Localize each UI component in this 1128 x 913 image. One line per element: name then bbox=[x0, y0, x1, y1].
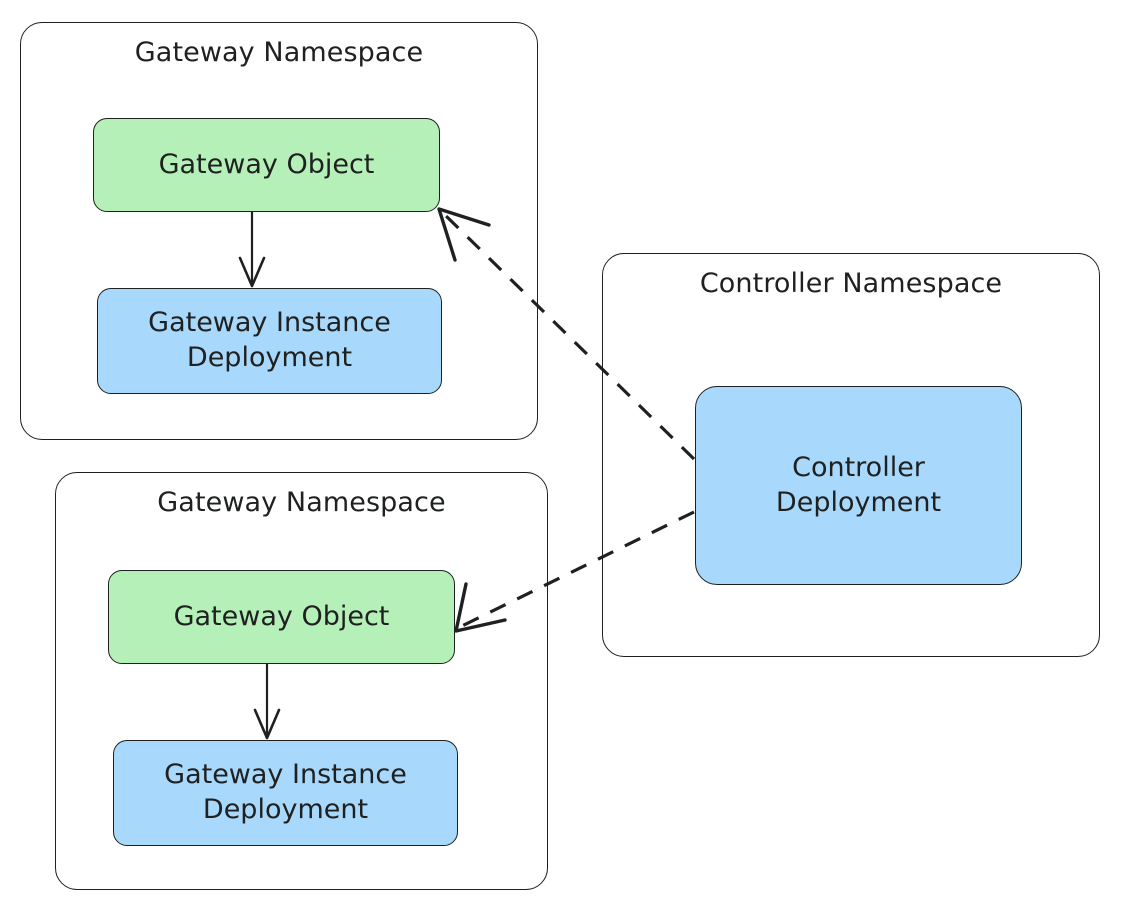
node-label-gateway-object-top: Gateway Object bbox=[158, 148, 375, 180]
node-label-gateway-instance-deployment-top: Gateway Instance Deployment bbox=[148, 307, 391, 373]
node-controller-deployment[interactable]: Controller Deployment bbox=[695, 386, 1022, 585]
node-gateway-instance-deployment-bottom[interactable]: Gateway Instance Deployment bbox=[113, 740, 458, 846]
node-label-gateway-object-bottom: Gateway Object bbox=[173, 600, 390, 632]
cluster-label-gateway-namespace-top: Gateway Namespace bbox=[134, 37, 424, 68]
node-label-controller-deployment: Controller Deployment bbox=[775, 451, 942, 518]
cluster-label-gateway-namespace-bottom: Gateway Namespace bbox=[157, 487, 446, 518]
node-gateway-instance-deployment-top[interactable]: Gateway Instance Deployment bbox=[97, 288, 442, 394]
cluster-label-controller-namespace: Controller Namespace bbox=[699, 268, 1003, 299]
node-gateway-object-top[interactable]: Gateway Object bbox=[93, 118, 440, 212]
node-gateway-object-bottom[interactable]: Gateway Object bbox=[108, 570, 455, 664]
node-label-gateway-instance-deployment-bottom: Gateway Instance Deployment bbox=[164, 759, 407, 825]
